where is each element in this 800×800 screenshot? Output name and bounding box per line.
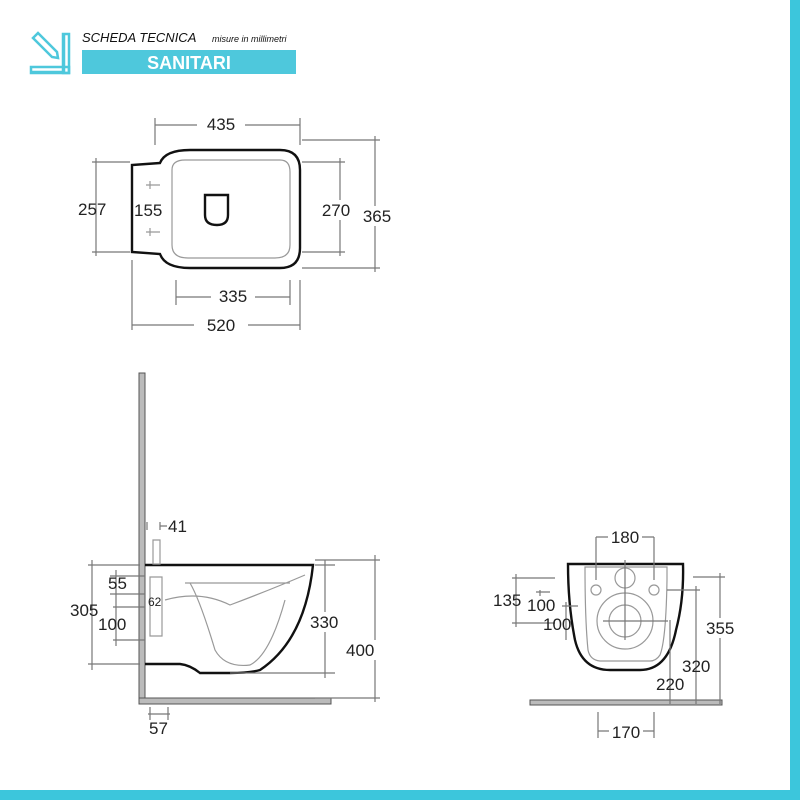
top-view: 435 257 155 270 365 335 520 [78, 114, 394, 335]
dim-170: 170 [612, 723, 640, 742]
dim-100-upper: 100 [527, 596, 555, 615]
dim-100-lower: 100 [543, 615, 571, 634]
dim-365: 365 [363, 207, 391, 226]
dim-520: 520 [207, 316, 235, 335]
category-banner [82, 50, 296, 74]
dim-180: 180 [611, 528, 639, 547]
dim-55: 55 [108, 574, 127, 593]
frame-bottom [0, 790, 800, 800]
dim-330: 330 [310, 613, 338, 632]
dim-57: 57 [149, 719, 168, 738]
front-view: 180 135 100 100 355 320 220 170 [493, 528, 738, 742]
dim-155: 155 [134, 201, 162, 220]
header-subtitle: misure in millimetri [212, 34, 288, 44]
dim-400: 400 [346, 641, 374, 660]
pencil-ruler-icon [29, 31, 71, 75]
dim-257: 257 [78, 200, 106, 219]
dim-135: 135 [493, 591, 521, 610]
dim-270: 270 [322, 201, 350, 220]
dim-220: 220 [656, 675, 684, 694]
category-label: SANITARI [147, 53, 231, 73]
dim-305: 305 [70, 601, 98, 620]
side-view: 41 55 62 305 100 330 400 57 [70, 372, 382, 738]
dim-355: 355 [706, 619, 734, 638]
dim-335: 335 [219, 287, 247, 306]
dim-62: 62 [148, 595, 162, 609]
dim-100: 100 [98, 615, 126, 634]
header-title: SCHEDA TECNICA [82, 30, 196, 45]
dim-width-435: 435 [207, 115, 235, 134]
dim-41: 41 [168, 517, 187, 536]
dim-320: 320 [682, 657, 710, 676]
frame-right [790, 0, 800, 800]
